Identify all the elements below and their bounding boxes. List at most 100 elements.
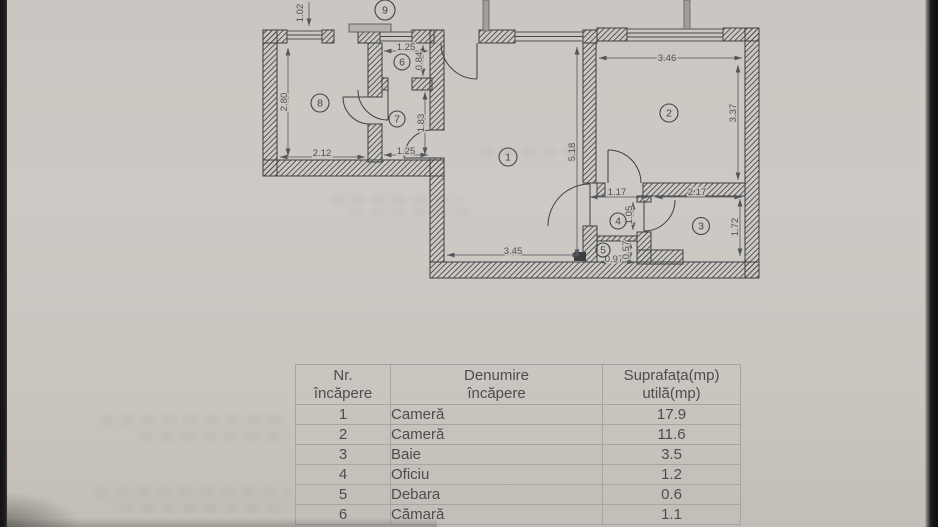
table-row: 3 Baie 3.5	[295, 444, 741, 465]
dim-room5-w: 0.97	[605, 254, 624, 265]
room-number: 4	[615, 216, 621, 228]
balcony-rail-right	[683, 0, 691, 30]
page-corner-shadow	[0, 492, 80, 527]
scan-edge-left	[0, 0, 7, 527]
ink-bleed-smudge	[140, 432, 290, 441]
wall-segment	[262, 29, 278, 177]
wall-segment	[381, 77, 389, 91]
scan-edge-right	[925, 0, 938, 527]
room-circle	[393, 53, 411, 71]
dim-room8-h: 2.80	[279, 93, 290, 112]
ink-bleed-smudge	[120, 503, 280, 512]
room-labels: 1 2 3 4 5 6 7	[310, 0, 711, 258]
pillar	[574, 252, 586, 261]
cell-name: Debara	[390, 484, 603, 505]
dim-room5-h: 0.57	[621, 241, 632, 260]
wall-segment	[582, 42, 597, 184]
cell-area: 1.2	[602, 464, 741, 485]
window-room1	[514, 31, 584, 42]
header-denumire-line2: încăpere	[467, 384, 526, 402]
door-room6	[357, 89, 389, 121]
cell-area: 0.6	[602, 484, 741, 505]
balcony-elements	[348, 0, 691, 261]
room-number: 1	[505, 152, 511, 164]
room-label-7: 7	[388, 110, 406, 128]
cell-nr: 5	[295, 484, 391, 505]
room-label-2: 2	[659, 103, 679, 123]
windows	[286, 28, 724, 42]
cell-name: Baie	[390, 444, 603, 465]
balcony-slab	[348, 23, 392, 33]
wall-segment	[478, 29, 516, 44]
ink-bleed-smudge	[480, 148, 575, 156]
table-row: 4 Oficiu 1.2	[295, 464, 741, 485]
table-row: 6 Cămară 1.1	[295, 504, 741, 525]
cell-area: 1.1	[602, 504, 741, 525]
room-label-6: 6	[393, 53, 411, 71]
cell-name: Cameră	[390, 404, 603, 425]
header-denumire: Denumire încăpere	[390, 364, 603, 405]
header-suprafata: Suprafața(mp) utilă(mp)	[602, 364, 741, 405]
header-nr: Nr. încăpere	[295, 364, 391, 405]
header-nr-line1: Nr.	[333, 366, 353, 384]
dim-room1-h: 5.18	[567, 143, 578, 162]
table-header-row: Nr. încăpere Denumire încăpere Suprafața…	[295, 364, 741, 405]
room-circle	[691, 216, 711, 236]
ink-bleed-smudge	[100, 415, 285, 425]
door-room2	[607, 149, 642, 184]
room-number: 3	[698, 221, 704, 233]
room-number: 9	[382, 5, 388, 17]
window-room2	[626, 28, 724, 42]
room-circle	[595, 242, 611, 258]
window-room8	[286, 30, 323, 40]
floor-plan-drawing: 1.02 2.80 2.12 1.25 0.84 1.83 1.25 5.18 …	[262, 0, 760, 279]
ink-bleed-smudge	[95, 488, 290, 498]
dim-room1-w: 3.45	[504, 246, 523, 257]
ink-bleed-smudge	[350, 209, 470, 216]
table-row: 5 Debara 0.6	[295, 484, 741, 505]
wall-segment	[321, 29, 335, 44]
cell-nr: 4	[295, 464, 391, 485]
dim-room3-h: 1.72	[730, 218, 741, 237]
wall-segment	[411, 77, 433, 91]
dim-room2-w: 3.46	[658, 53, 677, 64]
dim-room3-w: 2.17	[688, 187, 707, 198]
wall-segment	[367, 123, 383, 163]
area-table-container: Nr. încăpere Denumire încăpere Suprafața…	[295, 364, 742, 527]
room-circle	[374, 0, 396, 21]
room-label-4: 4	[609, 212, 627, 230]
room-label-3: 3	[691, 216, 711, 236]
dim-room6-h: 0.84	[414, 52, 425, 71]
wall-segment	[429, 261, 760, 279]
wall-segment	[429, 29, 445, 131]
cell-area: 3.5	[602, 444, 741, 465]
cell-nr: 3	[295, 444, 391, 465]
table-row: 1 Cameră 17.9	[295, 404, 741, 425]
dim-room7-w: 1.25	[397, 146, 416, 157]
door-room1-hall	[547, 183, 591, 227]
cell-name: Cameră	[390, 424, 603, 445]
cell-nr: 2	[295, 424, 391, 445]
wall-segment	[582, 29, 598, 44]
door-room8	[342, 96, 371, 125]
header-suprafata-line1: Suprafața(mp)	[623, 366, 720, 384]
cell-name: Oficiu	[390, 464, 603, 485]
room-number: 7	[394, 114, 400, 126]
door-balcony	[440, 42, 478, 80]
room-circle	[310, 93, 330, 113]
cell-name: Cămară	[390, 504, 603, 525]
wall-segment	[367, 42, 383, 98]
wall-segment	[262, 159, 445, 177]
room-circle	[659, 103, 679, 123]
room-label-1: 1	[498, 147, 518, 167]
doors	[342, 42, 676, 232]
area-table: Nr. încăpere Denumire încăpere Suprafața…	[295, 364, 741, 525]
room-circle	[388, 110, 406, 128]
cell-nr: 1	[295, 404, 391, 425]
cell-area: 11.6	[602, 424, 741, 445]
door-bath	[643, 199, 676, 232]
room-number: 8	[317, 98, 323, 110]
wall-segment	[744, 27, 760, 279]
dim-room2-h: 3.37	[728, 104, 739, 123]
dim-balcony-v: 1.02	[295, 4, 306, 23]
